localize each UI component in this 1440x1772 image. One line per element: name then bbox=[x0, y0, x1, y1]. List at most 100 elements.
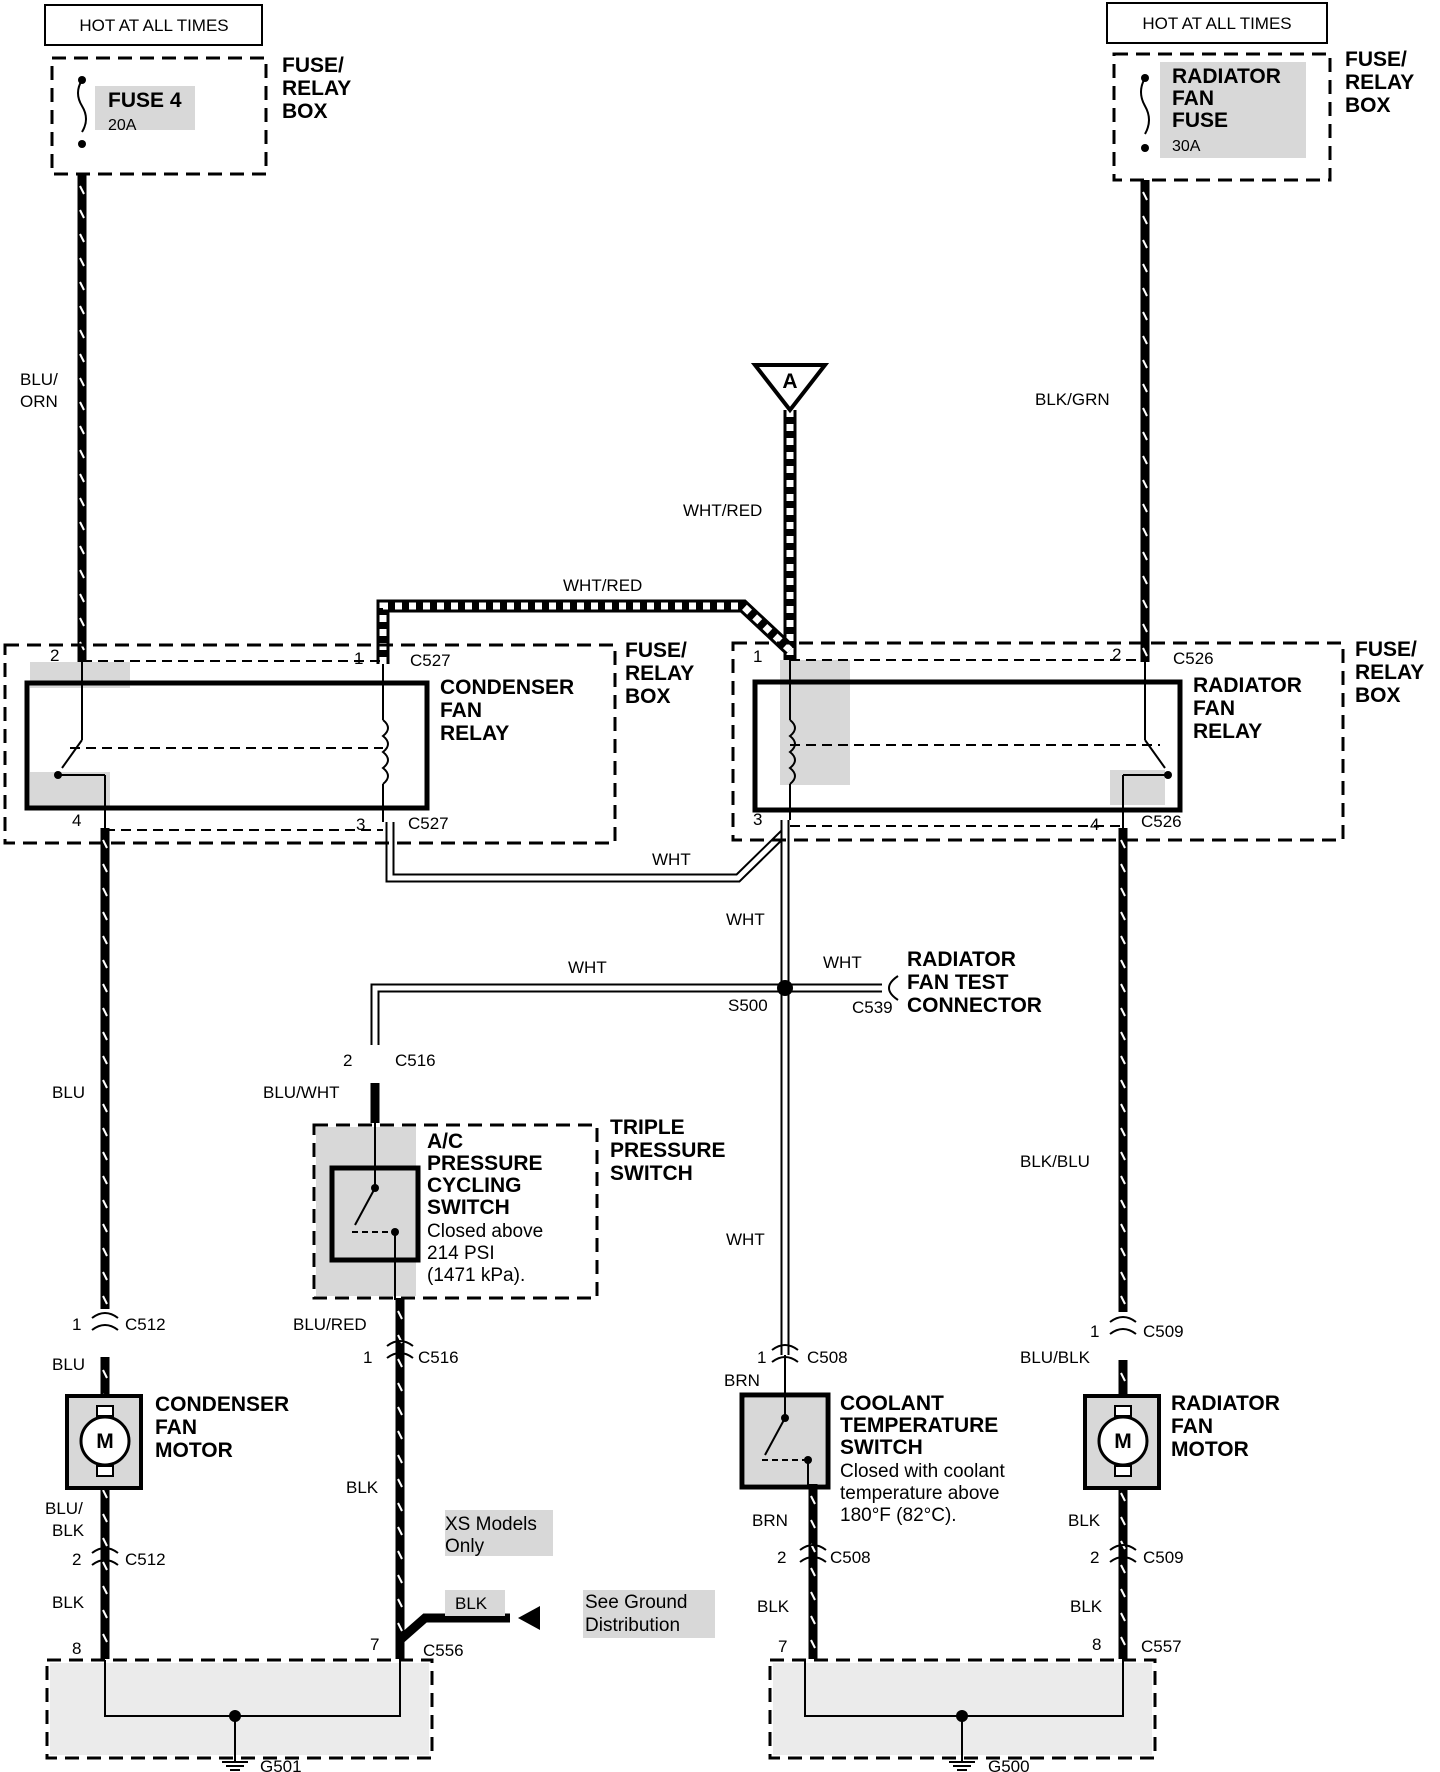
radiator-fuse-box bbox=[1112, 52, 1332, 182]
wire-tick bbox=[1120, 1103, 1126, 1113]
wire-tick bbox=[1120, 1492, 1126, 1502]
wire-tick bbox=[79, 377, 85, 387]
svg-text:A/C: A/C bbox=[427, 1130, 463, 1153]
connector-c557: C557 bbox=[1141, 1637, 1182, 1656]
wire-tick bbox=[102, 1271, 108, 1281]
wire-tick bbox=[1120, 887, 1126, 897]
svg-text:RELAY: RELAY bbox=[1193, 720, 1262, 743]
connector-c516-bottom-symbol bbox=[386, 1340, 414, 1359]
connector-c512-bottom: C512 bbox=[125, 1550, 166, 1569]
wire-tick bbox=[1120, 1588, 1126, 1598]
connector-c512-top: C512 bbox=[125, 1315, 166, 1334]
svg-text:PRESSURE: PRESSURE bbox=[427, 1152, 543, 1175]
wire-tick bbox=[1142, 575, 1148, 585]
wire-tick bbox=[102, 983, 108, 993]
wire-tick bbox=[102, 1633, 108, 1643]
fuse4-rating: 20A bbox=[108, 117, 137, 134]
wire-tick bbox=[102, 839, 108, 849]
wire-tick bbox=[810, 1519, 816, 1529]
fuse4-element bbox=[77, 79, 87, 133]
fuse4-name: FUSE 4 bbox=[108, 89, 182, 112]
splice-s500-label: S500 bbox=[728, 996, 768, 1015]
fuse-relay-box-label-ml: FUSE/ RELAY BOX bbox=[625, 639, 694, 708]
wire-tick bbox=[810, 1639, 816, 1649]
wire-tick bbox=[810, 1567, 816, 1577]
svg-text:MOTOR: MOTOR bbox=[155, 1439, 233, 1462]
svg-text:FUSE/: FUSE/ bbox=[282, 54, 344, 77]
wire-tick bbox=[102, 1127, 108, 1137]
wire-tick bbox=[1120, 1079, 1126, 1089]
wire-tick bbox=[102, 1199, 108, 1209]
svg-text:FAN: FAN bbox=[440, 699, 482, 722]
wire-tick bbox=[1120, 1175, 1126, 1185]
wire-label-blu-wht: BLU/WHT bbox=[263, 1083, 340, 1102]
wire-tick bbox=[79, 473, 85, 483]
svg-text:(1471 kPa).: (1471 kPa). bbox=[427, 1265, 525, 1286]
radiator-motor-letter: M bbox=[1114, 1430, 1132, 1453]
svg-text:XS Models: XS Models bbox=[445, 1514, 537, 1535]
wire-tick bbox=[1142, 311, 1148, 321]
wire-tick bbox=[102, 1031, 108, 1041]
pin-r-4: 4 bbox=[1090, 815, 1099, 834]
wire-label-wht-vertical-1: WHT bbox=[726, 910, 765, 929]
connector-c509-top-symbol bbox=[1109, 1316, 1137, 1335]
wire-tick bbox=[79, 329, 85, 339]
wire-tick bbox=[1120, 1271, 1126, 1281]
svg-text:BOX: BOX bbox=[1355, 684, 1401, 707]
hot-label-right: HOT AT ALL TIMES bbox=[1142, 14, 1291, 33]
wire-tick bbox=[1142, 383, 1148, 393]
triple-pressure-switch-outline bbox=[312, 1123, 599, 1300]
svg-text:FAN: FAN bbox=[1193, 697, 1235, 720]
wire-tick bbox=[1120, 1247, 1126, 1257]
wire-tick bbox=[102, 911, 108, 921]
wire-tick bbox=[1142, 215, 1148, 225]
wire-tick bbox=[79, 305, 85, 315]
pin-r-1: 1 bbox=[753, 647, 762, 666]
wire-tick bbox=[1120, 959, 1126, 969]
fuse4-box bbox=[50, 56, 268, 176]
svg-text:RADIATOR: RADIATOR bbox=[907, 948, 1016, 971]
wire-tick bbox=[1142, 431, 1148, 441]
wire-tick bbox=[397, 1622, 403, 1632]
connector-c509-bottom-symbol bbox=[1109, 1544, 1137, 1563]
svg-text:214 PSI: 214 PSI bbox=[427, 1243, 495, 1264]
pin-7-right: 7 bbox=[778, 1637, 787, 1656]
svg-text:RELAY: RELAY bbox=[1345, 71, 1414, 94]
wire-tick bbox=[102, 1609, 108, 1619]
wire-label-blu-left-2: BLU bbox=[52, 1355, 85, 1374]
svg-text:COOLANT: COOLANT bbox=[840, 1392, 944, 1415]
svg-text:TRIPLE: TRIPLE bbox=[610, 1116, 685, 1139]
wire-label-wht-horizontal: WHT bbox=[568, 958, 607, 977]
wire-tick bbox=[1142, 479, 1148, 489]
radiator-fan-relay bbox=[752, 679, 1183, 813]
wire-label-blk-right-bottom: BLK bbox=[1070, 1597, 1103, 1616]
wire-tick bbox=[1120, 1031, 1126, 1041]
wire-tick bbox=[102, 1561, 108, 1571]
wire-tick bbox=[1142, 455, 1148, 465]
wire-tick bbox=[102, 887, 108, 897]
connector-c508-bottom: C508 bbox=[830, 1548, 871, 1567]
wire-label-blk-mid-bottom: BLK bbox=[757, 1597, 790, 1616]
wire-tick bbox=[397, 1526, 403, 1536]
ac-switch-label: A/C PRESSURE CYCLING SWITCH bbox=[427, 1130, 543, 1219]
ground-symbol-g500 bbox=[949, 1761, 975, 1771]
svg-text:180°F (82°C).: 180°F (82°C). bbox=[840, 1505, 957, 1526]
svg-text:SWITCH: SWITCH bbox=[427, 1196, 510, 1219]
triple-pressure-switch-label: TRIPLE PRESSURE SWITCH bbox=[610, 1116, 726, 1185]
wire-ticks bbox=[79, 185, 1148, 1649]
wire-tick bbox=[102, 1079, 108, 1089]
see-ground-distribution-note: See Ground Distribution bbox=[585, 1592, 687, 1636]
test-connector-symbol bbox=[888, 975, 899, 1001]
wire-tick bbox=[102, 1489, 108, 1499]
pin-c512-2: 2 bbox=[72, 1550, 81, 1569]
wire-tick bbox=[79, 185, 85, 195]
pin-8-left: 8 bbox=[72, 1639, 81, 1658]
svg-text:FAN: FAN bbox=[1172, 87, 1214, 110]
svg-text:RADIATOR: RADIATOR bbox=[1171, 1392, 1280, 1415]
svg-text:Distribution: Distribution bbox=[585, 1615, 680, 1636]
condenser-motor-letter: M bbox=[96, 1430, 114, 1453]
svg-text:RADIATOR: RADIATOR bbox=[1172, 65, 1281, 88]
pin-c508-2: 2 bbox=[777, 1548, 786, 1567]
wire-tick bbox=[1120, 1007, 1126, 1017]
wire-tick bbox=[1120, 1372, 1126, 1382]
